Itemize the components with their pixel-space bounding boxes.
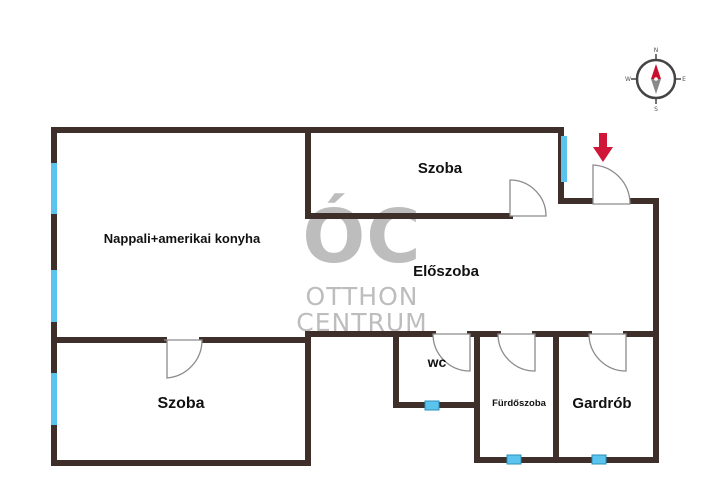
door-entrance [592, 164, 631, 205]
door-wardrobe [588, 333, 627, 372]
door-wc [432, 333, 471, 372]
doors [164, 164, 631, 379]
label-bedroom-top: Szoba [418, 160, 463, 177]
windows [51, 136, 567, 425]
label-wc: wc [427, 354, 447, 370]
room-labels: Nappali+amerikai konyha Szoba Előszoba S… [104, 160, 632, 412]
watermark-line-1: OTTHON [306, 282, 419, 311]
door-hall-top-bedroom [509, 179, 547, 217]
otthon-centrum-watermark: ÓC OTTHON CENTRUM [296, 192, 426, 337]
window-bathroom [506, 454, 522, 465]
label-hallway: Előszoba [413, 263, 480, 280]
small-windows [424, 400, 607, 465]
down-arrow-icon [593, 133, 613, 162]
label-bedroom-bottom: Szoba [157, 395, 204, 412]
label-living-kitchen: Nappali+amerikai konyha [104, 231, 261, 246]
compass-rose-icon: N E S W [625, 47, 686, 113]
door-living-bedroom [166, 339, 203, 379]
compass-n: N [654, 47, 659, 54]
door-bathroom [497, 333, 536, 372]
label-bathroom: Fürdőszoba [492, 398, 547, 409]
label-wardrobe: Gardrób [572, 395, 631, 412]
compass-s: S [654, 106, 658, 113]
compass-w: W [625, 76, 631, 83]
watermark-monogram: ÓC [302, 192, 421, 280]
compass-e: E [682, 76, 686, 83]
window-wc [424, 400, 440, 411]
window-wardrobe [591, 454, 607, 465]
